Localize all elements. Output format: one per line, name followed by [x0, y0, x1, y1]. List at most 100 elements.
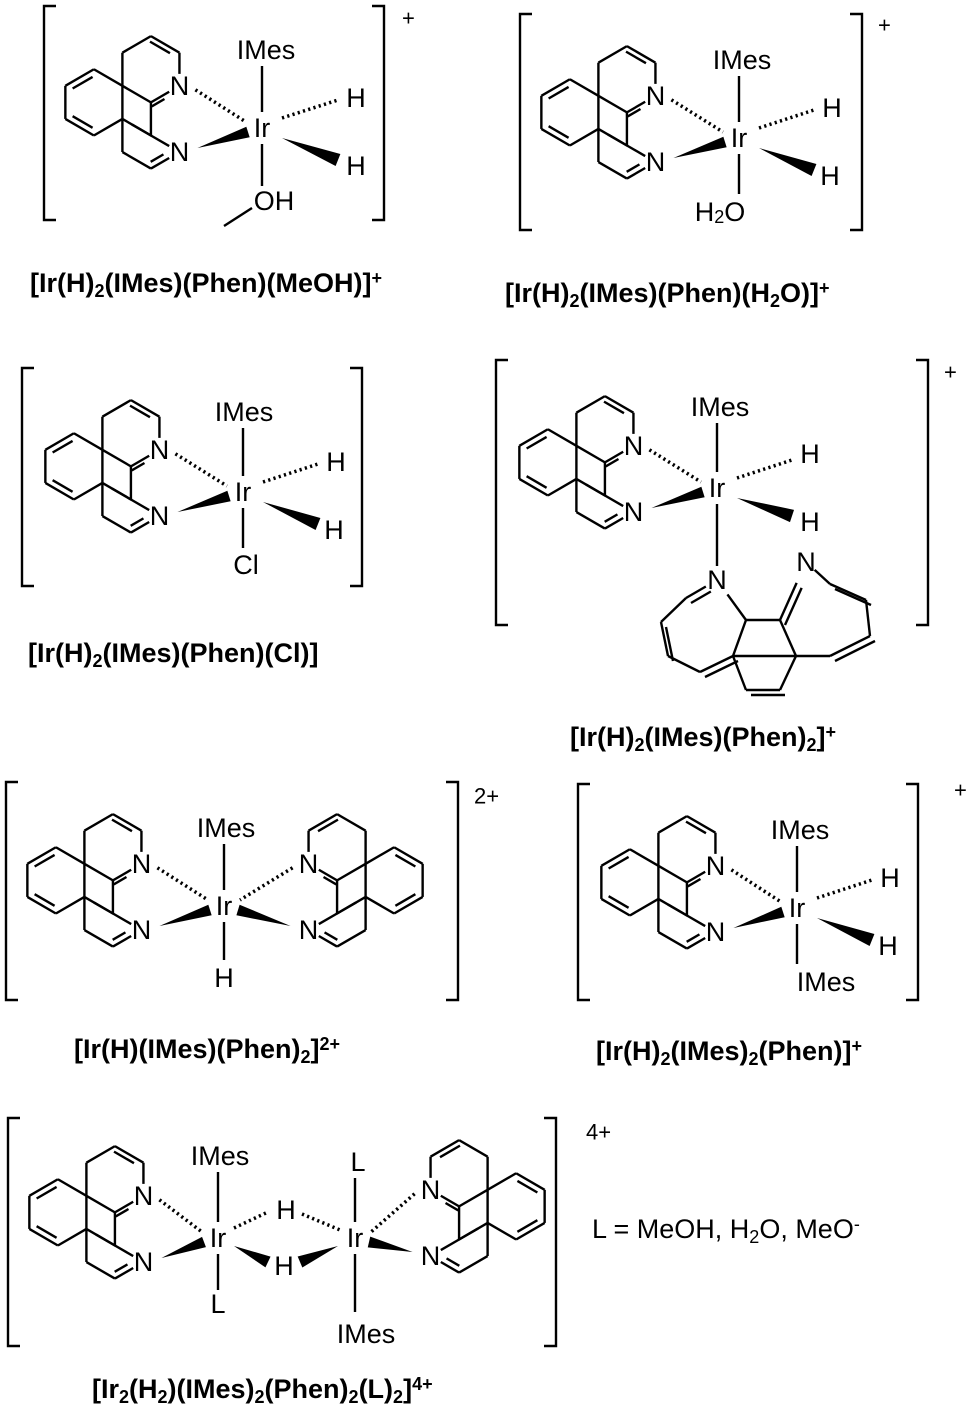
phen-6-bond	[686, 815, 717, 834]
phen-4b-double-bond	[704, 659, 739, 679]
phen-4b-n2: N	[796, 547, 816, 577]
phen-5a-n1: N	[132, 849, 152, 879]
bracket-right-5	[446, 780, 460, 1002]
phen-7a-bond	[85, 1261, 116, 1280]
hash-ir-h-3	[262, 462, 319, 484]
phen-4b-bond	[685, 585, 707, 600]
phen-7a-double-bond	[36, 1225, 58, 1239]
phen-1-double-bond	[72, 75, 94, 90]
phen-4a-double-bond	[526, 435, 548, 450]
phen-4a-bond	[575, 511, 606, 530]
phen-5b-bond	[393, 846, 424, 865]
phen-3	[44, 399, 161, 534]
hash-ir-n-4	[648, 448, 702, 484]
caption-4: [Ir(H)2(IMes)(Phen)2]+	[570, 722, 836, 755]
phen-7a-bond	[114, 1200, 134, 1214]
phen-7b-double-bond	[444, 1201, 459, 1212]
phen-6-double-bond	[608, 895, 630, 909]
h-6b: H	[878, 931, 898, 961]
phen-7b	[429, 1139, 546, 1274]
phen-7b-bond	[515, 1221, 546, 1241]
phen-5b-double-bond	[394, 853, 416, 868]
caption-5: [Ir(H)(IMes)(Phen)2]2+	[74, 1034, 340, 1067]
phen-4b-double-bond	[834, 639, 876, 663]
phen-2-bond	[597, 45, 628, 64]
ir-6: Ir	[789, 893, 806, 923]
wedge-ir-n-5a	[159, 904, 212, 927]
phen-1-bond	[93, 68, 124, 87]
phen-5b	[307, 813, 424, 948]
phen-7a-double-bond	[36, 1185, 58, 1200]
phen-2-bond	[597, 94, 628, 114]
phen-5a-bond	[83, 929, 114, 948]
phen-4a-bond	[604, 395, 635, 414]
phen-7a-double-bond	[95, 1233, 117, 1248]
phen-2-bond	[626, 166, 646, 180]
bracket-right-7	[544, 1116, 558, 1348]
ir-2: Ir	[731, 123, 748, 153]
phen-5b-double-bond	[317, 818, 339, 833]
phen-3-bond	[101, 448, 132, 468]
phen-4b-bond	[731, 655, 748, 691]
phen-5a-bond	[112, 868, 132, 882]
phen-2-bond	[626, 45, 657, 64]
phen-4b-n1: N	[707, 565, 727, 595]
phen-5b-bond	[318, 912, 338, 926]
phen-1-n2: N	[170, 137, 190, 167]
phen-7b-bond	[486, 1172, 517, 1191]
hash-ir-n-2	[670, 98, 724, 134]
phen-7a-n1: N	[134, 1181, 154, 1211]
phen-4a	[518, 395, 635, 530]
phen-4b-double-bond	[783, 587, 803, 626]
h2o-2: H2O	[695, 197, 746, 227]
phen-7a-bond	[114, 1145, 145, 1164]
bracket-right-6	[906, 782, 920, 1002]
phen-2-double-bond	[627, 107, 642, 118]
caption-2: [Ir(H)2(IMes)(Phen)(H2O)]+	[505, 278, 830, 311]
phen-5b-double-bond	[335, 901, 357, 916]
h-3a: H	[326, 447, 346, 477]
phen-5b-bond	[307, 813, 338, 832]
phen-4a-bond	[575, 395, 606, 414]
phen-7b-double-bond	[457, 1227, 479, 1242]
phen-3-double-bond	[52, 439, 74, 454]
phen-6-bond	[657, 815, 688, 834]
phen-2-double-bond	[548, 125, 570, 139]
phen-3-bond	[101, 399, 132, 418]
phen-5b-double-bond	[323, 931, 338, 941]
phen-7b-bond	[515, 1172, 546, 1191]
phen-1-bond	[150, 90, 170, 104]
hash-ir-n-1	[194, 88, 247, 124]
phen-7b-bond	[429, 1139, 460, 1158]
phen-4a-bond	[604, 494, 624, 508]
h-4b: H	[800, 507, 820, 537]
imes-6a: IMes	[771, 815, 830, 845]
phen-2-n1: N	[646, 81, 666, 111]
phen-6-bond	[657, 864, 688, 884]
imes-7b: IMes	[337, 1319, 396, 1349]
bracket-right-2	[850, 12, 864, 232]
imes-2: IMes	[713, 45, 772, 75]
phen-3-bond	[130, 520, 150, 534]
phen-1-bond	[121, 151, 152, 170]
phen-4a-bond	[547, 477, 578, 497]
wedge-ir-n-3	[177, 490, 231, 513]
phen-4b-double-bond	[664, 626, 675, 662]
phen-5b-bond	[318, 868, 338, 882]
phen-2-n2: N	[646, 147, 666, 177]
phen-6-double-bond	[686, 933, 701, 943]
phen-2-double-bond	[548, 85, 570, 100]
phen-7b-bond	[486, 1221, 517, 1241]
phen-5a-double-bond	[112, 931, 127, 941]
wedge-h-ir-7b	[297, 1246, 338, 1268]
phen-3-n2: N	[150, 501, 170, 531]
bracket-left-1	[42, 4, 56, 222]
phen-5b-bond	[318, 934, 338, 948]
hash-ir-n-3	[174, 452, 228, 488]
charge-2: +	[878, 13, 891, 38]
phen-2-bond	[540, 127, 571, 147]
phen-7a-bond	[28, 1227, 59, 1247]
hash-ir-h-2	[758, 108, 815, 130]
phen-4a-double-bond	[585, 483, 607, 498]
phen-3-bond	[130, 399, 161, 418]
